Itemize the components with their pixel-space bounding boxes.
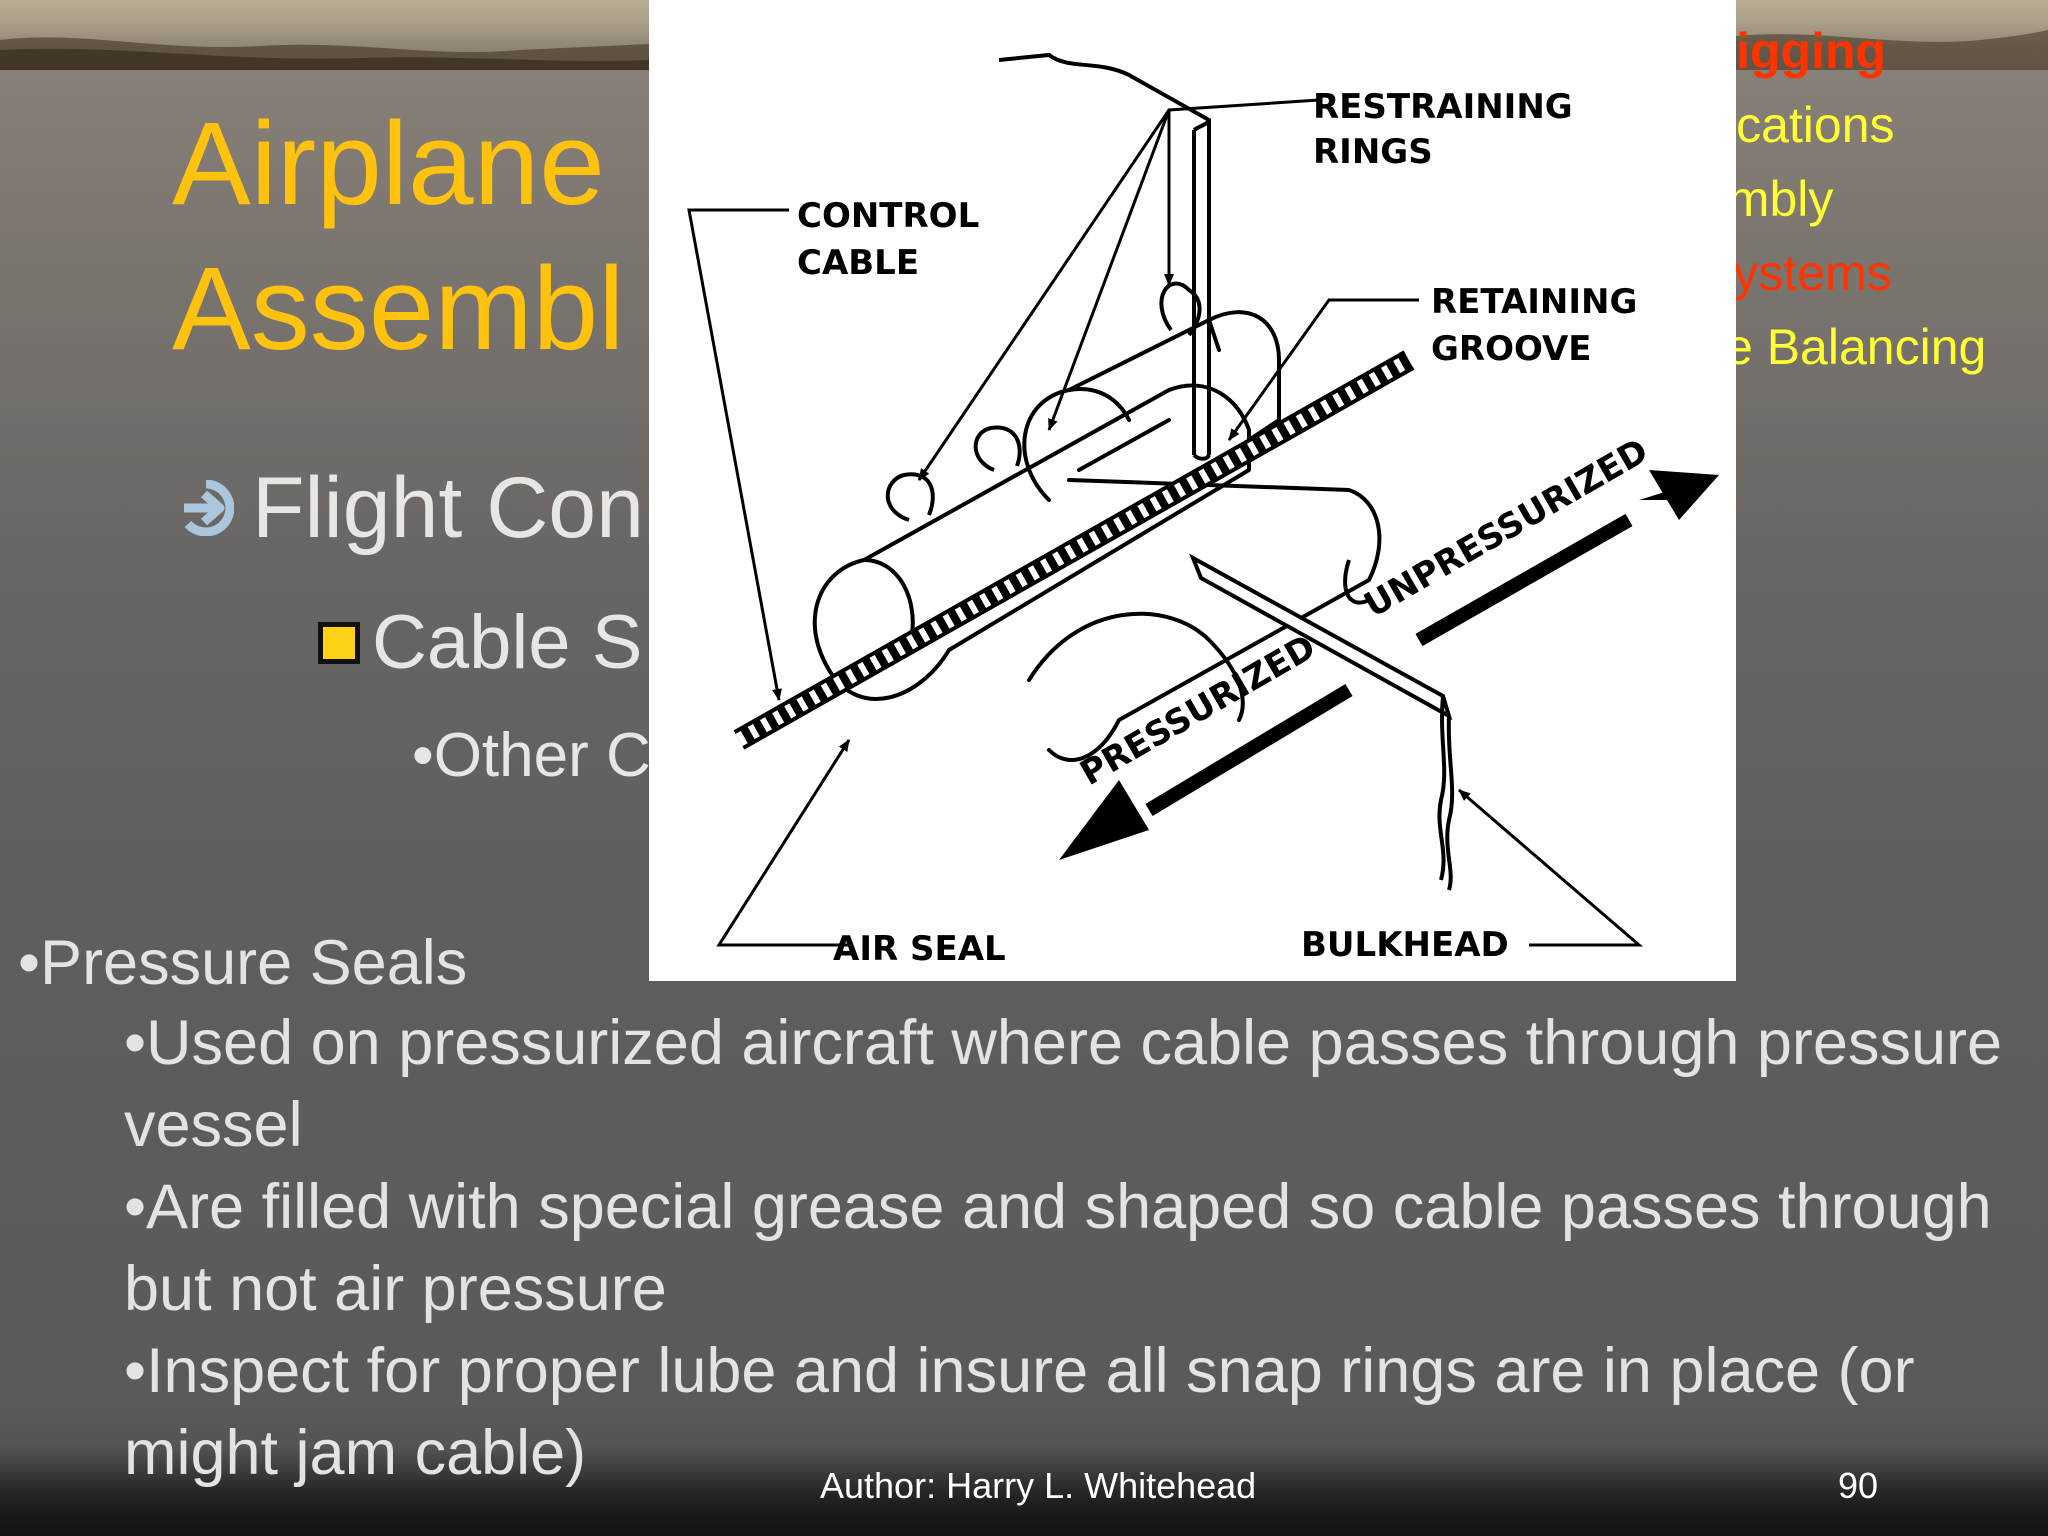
control-cable-drawing bbox=[733, 350, 1415, 750]
nav-link-specifications[interactable]: ifications bbox=[1700, 97, 1895, 153]
seal-body bbox=[812, 310, 1382, 762]
label-bulkhead: BULKHEAD bbox=[1301, 925, 1509, 965]
pressure-seals-item-3: •Inspect for proper lube and insure all … bbox=[124, 1336, 1915, 1488]
square-bullet-icon bbox=[318, 622, 360, 664]
title-line-1: Airplane bbox=[172, 98, 605, 230]
label-control-1: CONTROL bbox=[797, 196, 979, 236]
nav-link-assembly[interactable]: embly bbox=[1700, 171, 1834, 227]
label-retaining-2: GROOVE bbox=[1431, 329, 1592, 369]
label-pressurized: PRESSURIZED bbox=[1074, 627, 1323, 794]
footer-band bbox=[0, 1446, 2048, 1536]
arrow-circle-icon bbox=[184, 480, 234, 536]
title-line-2: Assembl bbox=[172, 243, 625, 375]
outline-level-2-text: Cable S bbox=[372, 600, 643, 685]
bulkhead-wall bbox=[1189, 553, 1455, 891]
landscape-decoration bbox=[0, 30, 2048, 70]
label-air-seal: AIR SEAL bbox=[833, 929, 1006, 969]
label-control-2: CABLE bbox=[797, 243, 919, 283]
outline-level-1-text: Flight Con bbox=[252, 460, 644, 556]
restraining-rings-drawing bbox=[885, 281, 1370, 605]
pressure-seals-heading: •Pressure Seals bbox=[18, 928, 468, 998]
leader-lines bbox=[687, 98, 1644, 947]
label-retaining-1: RETAINING bbox=[1431, 282, 1637, 322]
slide-title: Airplane Assembl bbox=[172, 92, 624, 382]
pressure-arrows bbox=[1059, 470, 1719, 860]
nav-link-balancing[interactable]: ce Balancing bbox=[1700, 319, 1987, 375]
diagram-drawing: RESTRAINING RINGS CONTROL CABLE RETAININ… bbox=[687, 52, 1719, 969]
outline-level-3-text: •Other C bbox=[412, 721, 651, 790]
nav-link-systems[interactable]: Systems bbox=[1700, 245, 1892, 301]
pressure-seals-section: •Pressure Seals •Used on pressurized air… bbox=[18, 924, 2028, 1494]
label-restraining-2: RINGS bbox=[1313, 132, 1433, 172]
page-number: 90 bbox=[1838, 1465, 1879, 1506]
nav-link-rigging[interactable]: Rigging bbox=[1700, 23, 1887, 79]
section-nav: Rigging ifications embly Systems ce Bala… bbox=[1700, 14, 2040, 384]
bulkhead-drawing bbox=[998, 52, 1211, 461]
outline-level-2: Cable S bbox=[318, 598, 642, 688]
label-restraining-1: RESTRAINING bbox=[1313, 87, 1573, 127]
pressure-seal-diagram: RESTRAINING RINGS CONTROL CABLE RETAININ… bbox=[649, 0, 1736, 981]
footer-author: Author: Harry L. Whitehead bbox=[820, 1465, 1257, 1506]
pressure-seals-item-1: •Used on pressurized aircraft where cabl… bbox=[124, 1008, 2003, 1160]
pressure-seals-item-2: •Are filled with special grease and shap… bbox=[124, 1172, 1992, 1324]
outline-level-3: •Other C bbox=[412, 716, 651, 796]
outline-level-1: Flight Con bbox=[178, 458, 644, 558]
